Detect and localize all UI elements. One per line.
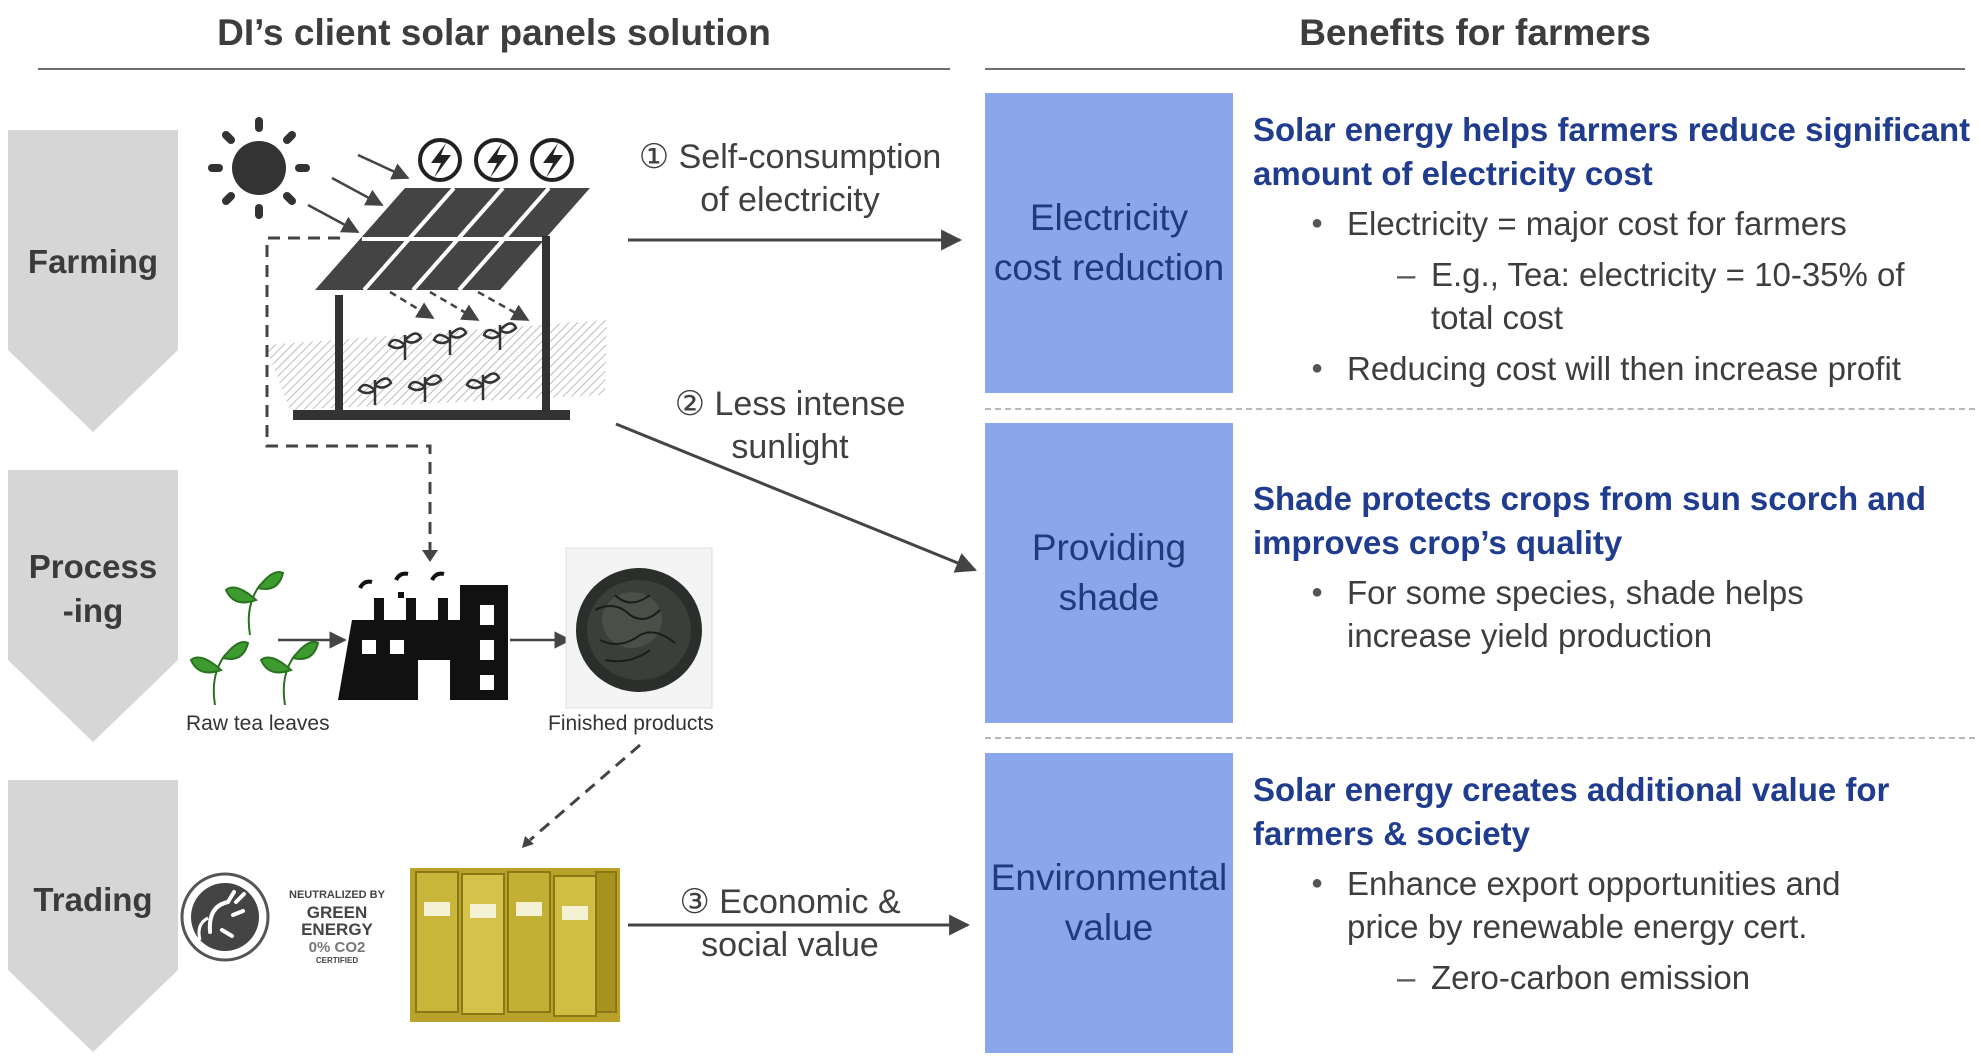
solution-diagram [180,117,977,1022]
benefit-box-shade: Providing shade [985,423,1233,723]
lightning-icon [474,138,518,182]
right-header: Benefits for farmers [1299,12,1651,53]
badge-line3: 0% CO2 [308,939,366,956]
step1-label: ① Self-consumption of electricity [605,136,975,222]
step2-number: ② [674,385,706,423]
dashed-connector [265,236,432,556]
step2-label: ② Less intense sunlight [640,383,940,469]
right-header-rule [985,68,1965,70]
trading-chevron [8,780,178,1052]
solar-panel-icon [265,186,607,420]
raw-tea-caption: Raw tea leaves [186,712,330,735]
lightning-icon [418,138,462,182]
left-header-rule [38,68,950,70]
step3-number: ③ [679,883,710,921]
factory-icon [338,571,508,700]
badge-line1: NEUTRALIZED BY [289,889,385,901]
step3-text: Economic & social value [701,883,901,964]
badge-line4: CERTIFIED [315,956,359,965]
badge-line2: GREEN ENERGY [301,903,373,939]
benefit-bullet: Reducing cost will then increase profit [1311,347,1973,390]
benefit-panel-environmental: Solar energy creates additional value fo… [1253,768,1973,999]
sunlight-arrows [307,153,410,234]
crop-icons [357,322,518,405]
step1-number: ① [638,138,670,176]
step2-text: Less intense sunlight [714,385,906,466]
tea-bags-image [410,868,620,1022]
green-energy-badge-text: NEUTRALIZED BY GREEN ENERGY 0% CO2 CERTI… [272,890,402,965]
sun-icon [208,117,310,219]
processing-chevron [8,470,178,742]
stage-processing-label: Process -ing [28,548,158,629]
section-divider [985,737,1975,739]
benefit-bullet: Enhance export opportunities and price b… [1311,862,1907,948]
step1-text: Self-consumption of electricity [678,138,942,219]
benefit-bullet: For some species, shade helps increase y… [1311,571,1907,657]
lightning-icons [418,138,574,182]
finished-products-caption: Finished products [548,712,714,735]
benefit-title: Shade protects crops from sun scorch and… [1253,480,1926,561]
stage-trading-label: Trading [33,881,153,918]
benefit-box-electricity: Electricity cost reduction [985,93,1233,393]
section-divider [985,408,1975,410]
benefit-panel-shade: Shade protects crops from sun scorch and… [1253,477,1973,657]
benefit-subbullet: Zero-carbon emission [1397,956,1973,999]
benefit-box-environmental: Environmental value [985,753,1233,1053]
benefit-box-label: Electricity cost reduction [993,197,1225,288]
benefit-box-label: Environmental value [990,857,1228,948]
stage-farming-label: Farming [27,243,159,280]
benefit-title: Solar energy creates additional value fo… [1253,771,1890,852]
benefit-panel-electricity: Solar energy helps farmers reduce signif… [1253,108,1973,390]
step3-label: ③ Economic & social value [640,881,940,967]
green-energy-badge-icon [180,872,270,962]
benefit-title: Solar energy helps farmers reduce signif… [1253,111,1971,192]
lightning-icon [530,138,574,182]
benefit-bullet: Electricity = major cost for farmers [1311,202,1973,245]
tea-leaves-icon [189,571,320,706]
benefit-subbullet: E.g., Tea: electricity = 10-35% of total… [1397,253,1951,339]
stage-chevrons [8,130,178,1052]
benefit-box-label: Providing shade [1031,527,1187,618]
left-header: DI’s client solar panels solution [217,12,771,53]
finished-tea-image [565,547,713,709]
farming-chevron [8,130,178,432]
step2-arrow [615,422,977,573]
